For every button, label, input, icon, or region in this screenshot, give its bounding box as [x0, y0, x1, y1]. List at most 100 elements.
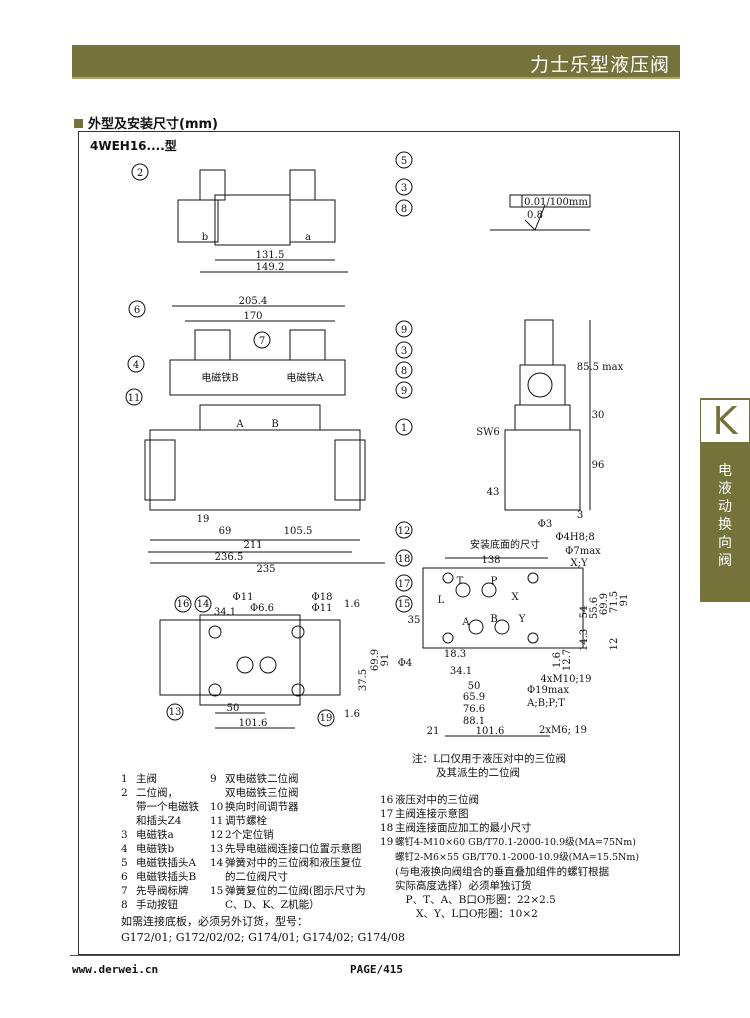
legend-item: P、T、A、B口O形圈：22×2.5: [395, 894, 556, 906]
dim-label: 131.5: [256, 250, 285, 261]
callout-number: 2: [137, 168, 143, 179]
callout-number: 8: [401, 366, 407, 377]
dim-label: 1.6: [344, 599, 360, 610]
dim-label: b: [202, 232, 208, 243]
dim-label: A;B;P;T: [526, 698, 565, 709]
callout-number: 14: [197, 599, 210, 610]
section-heading: 外型及安装尺寸(mm): [74, 113, 218, 132]
port-label: P: [491, 576, 498, 587]
side-view: [504, 319, 591, 511]
callout-number: 9: [401, 325, 407, 336]
side-tab-letter: K: [701, 400, 749, 442]
note-line: 及其派生的二位阀: [436, 767, 520, 779]
callout-number: 9: [401, 386, 407, 397]
dim-label: 69.9: [599, 593, 610, 615]
dim-label: 12: [609, 638, 620, 651]
dim-label: 91: [619, 594, 630, 607]
dim-label: a: [305, 232, 311, 243]
legend-item: 和插头Z4: [136, 815, 182, 827]
legend-item: (与电液换向阀组合的垂直叠加组件的螺钉根据: [395, 866, 610, 878]
dim-label: 4xM10;19: [540, 674, 591, 685]
dim-label: Φ7max: [565, 546, 601, 557]
mounting-face-title: 安装底面的尺寸: [470, 538, 540, 551]
dim-label: 105.5: [284, 526, 313, 537]
dim-label: Φ4: [398, 658, 413, 669]
dim-label: 3: [577, 510, 583, 521]
dim-label: 65.9: [463, 692, 485, 703]
front-view: [144, 305, 385, 564]
dim-label: 34.1: [214, 607, 236, 618]
port-label: A: [461, 617, 470, 628]
dim-label: Φ11: [312, 603, 333, 614]
dim-label: 205.4: [239, 296, 268, 307]
dim-label: 76.6: [463, 704, 485, 715]
dim-label: Φ18: [312, 592, 333, 603]
dim-label: 14.3: [579, 629, 590, 651]
footer-divider: [70, 955, 680, 956]
port-label: B: [490, 614, 497, 625]
flatness-symbol: [490, 194, 591, 231]
dim-label: 1.6: [344, 709, 360, 720]
solenoid-b-label: 电磁铁B: [201, 371, 238, 384]
dim-label: 1.6: [552, 652, 563, 668]
port-label: A: [235, 419, 244, 430]
dim-label: 35: [408, 615, 421, 626]
callout-number: 6: [134, 305, 140, 316]
side-tab-label: 电液动换向阀: [718, 463, 732, 569]
port-label: Y: [518, 614, 526, 625]
dim-label: 18.3: [444, 649, 466, 660]
legend-item: 实际高度选择）必须单独订货: [395, 880, 532, 892]
dim-label: 211: [243, 540, 262, 551]
legend-item: X、Y、L口O形圈：10×2: [395, 908, 538, 920]
dim-label: 138: [481, 555, 500, 566]
dim-label: 170: [243, 311, 262, 322]
note: 注：L口仅用于液压对中的三位阀 及其派生的二位阀: [412, 752, 566, 780]
dim-label: 34.1: [450, 666, 472, 677]
top-view: [177, 169, 348, 273]
port-label: T: [457, 576, 464, 587]
port-label: B: [271, 419, 278, 430]
dim-label: 12.7: [562, 649, 573, 671]
footer-url[interactable]: www.derwei.cn: [72, 963, 159, 976]
callout-number: 15: [398, 599, 411, 610]
dim-label: 71.5: [609, 591, 620, 613]
callout-number: 12: [398, 526, 411, 537]
dim-label: 30: [592, 410, 605, 421]
dim-label: 43: [487, 487, 500, 498]
dim-label: 235: [256, 564, 275, 575]
drawing-labels: 131.5 149.2 b a 2 5 3 8 0.01/100mm 0.8 2…: [128, 156, 630, 737]
bottom-view: [159, 614, 341, 729]
dim-label: Φ3: [538, 519, 553, 530]
callout-number: 19: [320, 713, 333, 724]
legend-item: 带一个电磁铁: [136, 801, 199, 813]
model-title: 4WEH16....型: [90, 139, 177, 153]
callout-number: 13: [169, 707, 182, 718]
callout-number: 8: [401, 204, 407, 215]
callout-number: 17: [398, 579, 411, 590]
callout-number: 11: [128, 393, 141, 404]
order-line: 如需连接底板，必须另外订货，型号：: [121, 915, 308, 928]
dim-label: Φ4H8;8: [555, 532, 594, 543]
dim-label: Φ19max: [527, 685, 569, 696]
header-title: 力士乐型液压阀: [529, 54, 670, 76]
dim-label: 2xM6; 19: [539, 725, 587, 736]
section-title: 外型及安装尺寸(mm): [88, 117, 218, 132]
dim-label: Φ11: [233, 592, 254, 603]
callout-number: 4: [133, 360, 139, 371]
